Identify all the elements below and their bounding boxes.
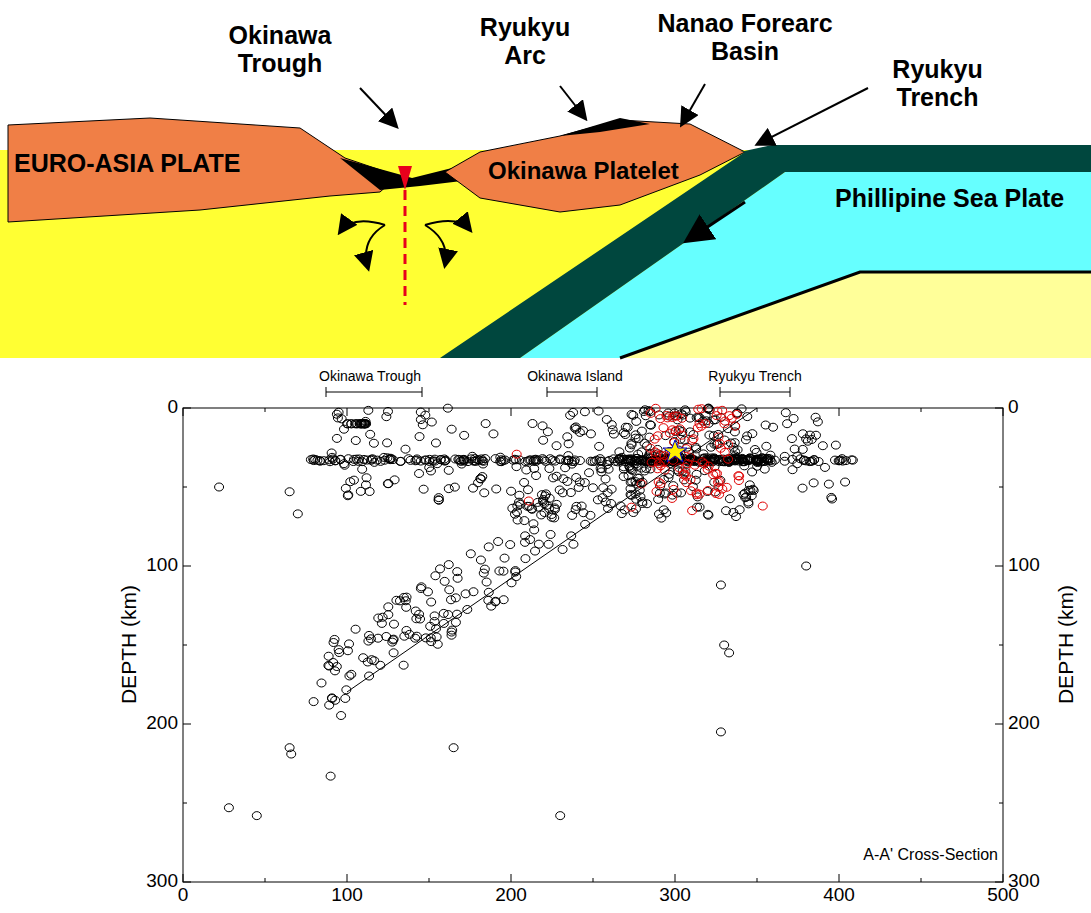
tick-label: 300 <box>140 871 178 892</box>
tick-label: 100 <box>322 885 372 906</box>
tick-label: 500 <box>978 885 1028 906</box>
tick-label: 300 <box>650 885 700 906</box>
tick-label: 100 <box>1008 555 1048 576</box>
plate-label: Phillipine Sea Plate <box>835 185 1035 213</box>
callout-label: Okinawa Trough <box>205 22 355 77</box>
tick-label: 0 <box>1008 397 1048 418</box>
axis-title: DEPTH (km) <box>1053 586 1076 705</box>
axis-title: DEPTH (km) <box>116 586 139 705</box>
tick-label: 0 <box>158 885 208 906</box>
tick-label: 100 <box>140 555 178 576</box>
rift-line <box>404 190 407 305</box>
plot-title: A-A' Cross-Section <box>858 846 998 864</box>
plate-label: EURO-ASIA PLATE <box>14 150 214 178</box>
rift-wedge <box>398 166 412 190</box>
plate-label: Okinawa Platelet <box>488 158 728 184</box>
callout-label: Nanao Forearc Basin <box>640 10 850 65</box>
plot-frame <box>183 408 1003 882</box>
subduction-arrow <box>688 202 745 240</box>
region-label: Okinawa Trough <box>305 369 435 384</box>
slab-trend-line <box>347 408 757 692</box>
region-label: Okinawa Island <box>520 369 630 384</box>
euro-asia-plate <box>8 118 398 222</box>
callout-label: Ryukyu Arc <box>460 14 590 69</box>
region-label: Ryukyu Trench <box>690 369 820 384</box>
callout-label: Ryukyu Trench <box>870 56 1005 111</box>
tick-label: 200 <box>140 713 178 734</box>
arc-cap <box>560 118 650 136</box>
tick-label: 0 <box>140 397 178 418</box>
tick-label: 200 <box>486 885 536 906</box>
tick-label: 200 <box>1008 713 1048 734</box>
mainshock-star <box>663 440 687 462</box>
tick-label: 400 <box>814 885 864 906</box>
oceanic-crust <box>440 145 1091 358</box>
